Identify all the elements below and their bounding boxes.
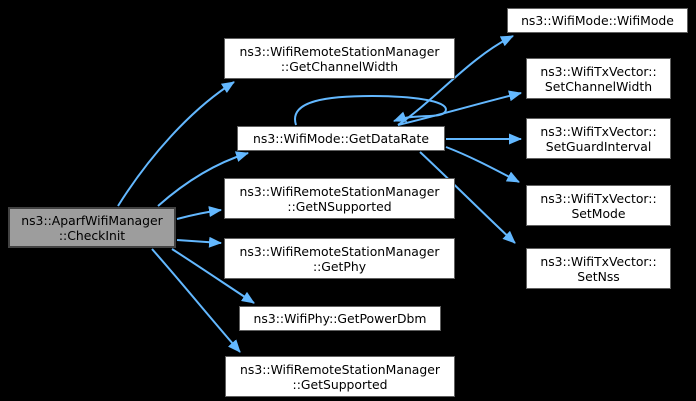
node-label-line2: SetNss	[577, 268, 620, 284]
node-setmode[interactable]: ns3::WifiTxVector:: SetMode	[526, 185, 671, 226]
node-setguardinterval[interactable]: ns3::WifiTxVector:: SetGuardInterval	[526, 118, 671, 159]
node-label-line2: SetChannelWidth	[544, 78, 653, 94]
edge-getdatarate-to-setchannelwidth	[397, 90, 522, 126]
node-label-line2: ::CheckInit	[58, 227, 126, 243]
node-getdatarate[interactable]: ns3::WifiMode::GetDataRate	[237, 126, 445, 151]
node-label-line1: ns3::WifiPhy::GetPowerDbm	[253, 311, 427, 326]
node-wifimode[interactable]: ns3::WifiMode::WifiMode	[507, 8, 688, 33]
node-setchannelwidth[interactable]: ns3::WifiTxVector:: SetChannelWidth	[526, 58, 671, 99]
node-label-line1: ns3::WifiTxVector::	[540, 190, 657, 206]
node-label-line1: ns3::WifiTxVector::	[540, 123, 657, 139]
node-label-line1: ns3::WifiTxVector::	[540, 253, 657, 269]
node-label-line1: ns3::WifiRemoteStationManager	[240, 361, 440, 377]
node-label-line1: ns3::AparfWifiManager	[21, 212, 163, 228]
edge-checkinit-to-getchannelwidth	[117, 81, 235, 207]
node-label-line2: SetGuardInterval	[545, 138, 652, 154]
node-label-line2: ::GetNSupported	[287, 198, 392, 214]
node-getphy[interactable]: ns3::WifiRemoteStationManager ::GetPhy	[224, 238, 455, 279]
node-getchannelwidth[interactable]: ns3::WifiRemoteStationManager ::GetChann…	[224, 38, 455, 79]
node-label-line2: ::GetSupported	[292, 376, 388, 392]
node-label-line2: ::GetPhy	[312, 258, 367, 274]
node-label-line1: ns3::WifiRemoteStationManager	[239, 243, 440, 259]
node-label-line1: ns3::WifiRemoteStationManager	[239, 43, 440, 59]
node-label-line1: ns3::WifiTxVector::	[540, 63, 657, 79]
node-setnss[interactable]: ns3::WifiTxVector:: SetNss	[526, 248, 671, 289]
edge-getdatarate-to-setmode	[445, 146, 520, 183]
node-getpowerdbm[interactable]: ns3::WifiPhy::GetPowerDbm	[239, 306, 441, 331]
node-getsupported[interactable]: ns3::WifiRemoteStationManager ::GetSuppo…	[225, 356, 455, 397]
node-label-line2: ::GetChannelWidth	[280, 58, 399, 74]
node-label-line1: ns3::WifiRemoteStationManager	[239, 183, 440, 199]
node-label-line2: SetMode	[571, 205, 626, 221]
edge-getdatarate-self-loop	[294, 94, 447, 126]
node-checkinit[interactable]: ns3::AparfWifiManager ::CheckInit	[8, 207, 176, 248]
edge-checkinit-to-getphy	[176, 236, 222, 248]
node-label-line1: ns3::WifiMode::GetDataRate	[253, 131, 429, 146]
edge-checkinit-to-getnsupported	[176, 206, 222, 220]
node-getnsupported[interactable]: ns3::WifiRemoteStationManager ::GetNSupp…	[224, 178, 455, 219]
node-label-line1: ns3::WifiMode::WifiMode	[521, 13, 674, 28]
